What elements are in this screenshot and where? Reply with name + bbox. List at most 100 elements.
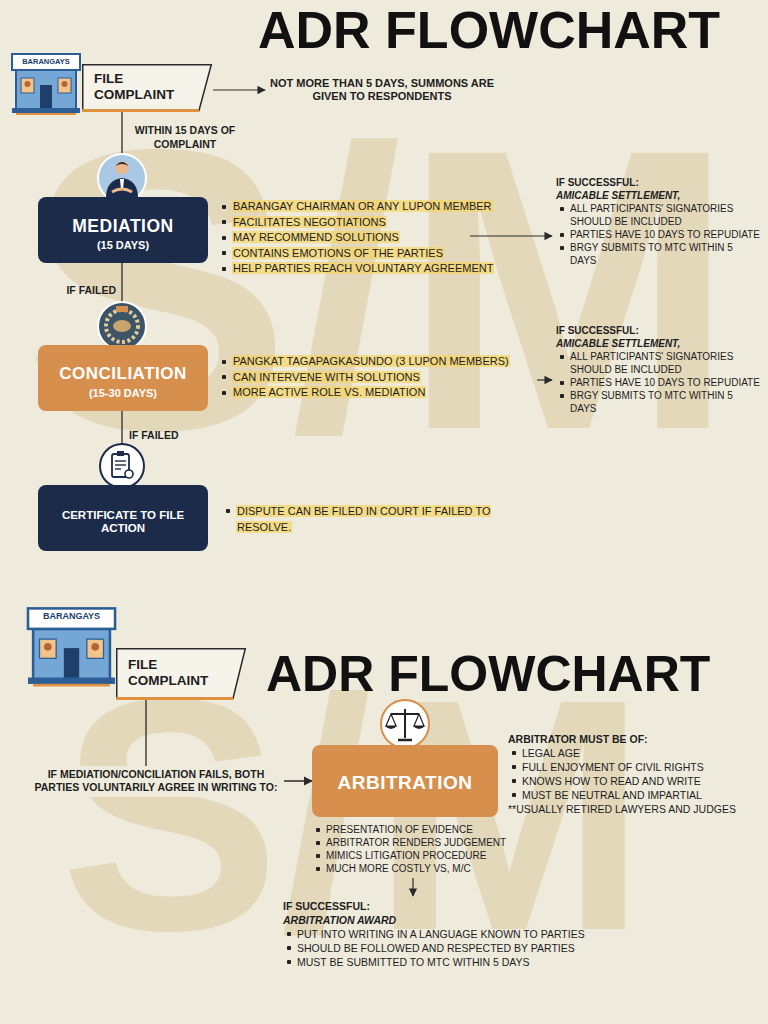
mediator-icon bbox=[98, 154, 146, 202]
text-row: **USUALLY RETIRED LAWYERS AND JUDGES bbox=[508, 802, 762, 816]
art-shape bbox=[98, 154, 146, 202]
art-shape bbox=[112, 189, 132, 192]
bullet-text: HELP PARTIES REACH VOLUNTARY AGREEMENT bbox=[232, 262, 494, 274]
text-row: ALL PARTICIPANTS' SIGNATORIES SHOULD BE … bbox=[556, 350, 760, 376]
node-title: ARBITRATION bbox=[338, 772, 473, 794]
text-row: ARBITRATION AWARD bbox=[283, 913, 613, 927]
text-row: IF SUCCESSFUL: bbox=[283, 899, 613, 913]
text-row: BRGY SUBMITS TO MTC WITHIN 5 DAYS bbox=[556, 389, 760, 415]
outcome-text: PARTIES HAVE 10 DAYS TO REPUDIATE bbox=[570, 377, 760, 388]
node-title: MEDIATION bbox=[72, 216, 173, 236]
text-row: BARANGAYS bbox=[14, 57, 78, 67]
certificate-box: CERTIFICATE TO FILE ACTION bbox=[38, 485, 208, 551]
node-subtitle: (15-30 DAYS) bbox=[89, 387, 157, 400]
outcome-text: IF SUCCESSFUL: bbox=[283, 900, 370, 912]
outcome-text-group: IF SUCCESSFUL: AMICABLE SETTLEMENT, ALL PA… bbox=[556, 324, 760, 415]
outcome-text: PARTIES HAVE 10 DAYS TO REPUDIATE bbox=[570, 229, 760, 240]
scales-icon bbox=[381, 700, 429, 748]
requirement-text: LEGAL AGE bbox=[522, 747, 580, 759]
text-row: IF SUCCESSFUL: bbox=[556, 324, 760, 337]
file-complaint-tab: FILE COMPLAINT bbox=[82, 64, 212, 112]
requirement-text: FULL ENJOYMENT OF CIVIL RIGHTS bbox=[522, 761, 704, 773]
node-title: CONCILIATION bbox=[59, 364, 187, 384]
requirement-text: KNOWS HOW TO READ AND WRITE bbox=[522, 775, 701, 787]
tab-accent bbox=[116, 697, 233, 700]
title-text-group: ADR FLOWCHART bbox=[266, 646, 766, 702]
bullet-text: MIMICS LITIGATION PROCEDURE bbox=[326, 850, 486, 861]
outcome-text: SHOULD BE FOLLOWED AND RESPECTED BY PART… bbox=[297, 942, 575, 954]
bullet-text-group: PRESENTATION OF EVIDENCEARBITRATOR RENDE… bbox=[312, 823, 512, 875]
node-title: CERTIFICATE TO FILE ACTION bbox=[44, 509, 202, 535]
text-row: IF SUCCESSFUL: bbox=[556, 176, 760, 189]
bullet-text: BARANGAY CHAIRMAN OR ANY LUPON MEMBER bbox=[232, 200, 493, 212]
outcome-text: MUST BE SUBMITTED TO MTC WITHIN 5 DAYS bbox=[297, 956, 530, 968]
requirement-text: MUST BE NEUTRAL AND IMPARTIAL bbox=[522, 789, 702, 801]
art-shape bbox=[414, 714, 424, 726]
bullet-text: PRESENTATION OF EVIDENCE bbox=[326, 824, 473, 835]
title-text: ADR FLOWCHART bbox=[266, 646, 710, 702]
edge-label: IF MEDIATION/CONCILIATION FAILS, BOTH PA… bbox=[28, 766, 284, 797]
text-row: MUST BE SUBMITTED TO MTC WITHIN 5 DAYS bbox=[283, 955, 613, 969]
art-shape bbox=[115, 468, 121, 469]
text-row: CAN INTERVENE WITH SOLUTIONS bbox=[218, 370, 548, 386]
edge-label: IF FAILED bbox=[129, 429, 201, 443]
text-row: HELP PARTIES REACH VOLUNTARY AGREEMENT bbox=[218, 261, 548, 277]
outcome-text: ARBITRATION AWARD bbox=[283, 914, 396, 926]
outcome-text: PUT INTO WRITING IN A LANGUAGE KNOWN TO … bbox=[297, 928, 585, 940]
tab-shape bbox=[117, 649, 246, 699]
outcome-text: AMICABLE SETTLEMENT, bbox=[556, 190, 680, 201]
art-shape bbox=[125, 470, 133, 478]
bullet-text-group: BARANGAY CHAIRMAN OR ANY LUPON MEMBER FAC… bbox=[218, 199, 548, 277]
assembly-icon bbox=[98, 302, 146, 350]
text-row: PRESENTATION OF EVIDENCE bbox=[312, 823, 512, 836]
tab-shape bbox=[83, 65, 212, 111]
art-shape bbox=[116, 306, 128, 312]
bullet-text-group: DISPUTE CAN BE FILED IN COURT IF FAILED … bbox=[222, 503, 507, 535]
sign-text-group: BARANGAYS bbox=[31, 611, 112, 622]
outcome-text: ALL PARTICIPANTS' SIGNATORIES SHOULD BE … bbox=[570, 351, 733, 375]
art-shape bbox=[391, 713, 419, 715]
text-row: FACILITATES NEGOTIATIONS bbox=[218, 215, 548, 231]
text-row: AMICABLE SETTLEMENT, bbox=[556, 337, 760, 350]
requirement-text: **USUALLY RETIRED LAWYERS AND JUDGES bbox=[508, 803, 736, 815]
art-shape bbox=[116, 162, 129, 166]
text-row: BRGY SUBMITS TO MTC WITHIN 5 DAYS bbox=[556, 241, 760, 267]
outcome-text: BRGY SUBMITS TO MTC WITHIN 5 DAYS bbox=[570, 242, 733, 266]
node-subtitle: (15 DAYS) bbox=[97, 239, 149, 252]
art-shape bbox=[116, 162, 129, 175]
node-title: FILE COMPLAINT bbox=[128, 657, 220, 688]
outcome-text: IF SUCCESSFUL: bbox=[556, 325, 639, 336]
outcome-text: AMICABLE SETTLEMENT, bbox=[556, 338, 680, 349]
bullet-text: PANGKAT TAGAPAGKASUNDO (3 LUPON MEMBERS) bbox=[232, 355, 510, 367]
text-row: SHOULD BE FOLLOWED AND RESPECTED BY PART… bbox=[283, 941, 613, 955]
outcome-text-group: IF SUCCESSFUL: AMICABLE SETTLEMENT,ALL PA… bbox=[556, 176, 760, 267]
conciliation-box: CONCILIATION (15-30 DAYS) bbox=[38, 345, 208, 411]
text-row: KNOWS HOW TO READ AND WRITE bbox=[508, 774, 762, 788]
text-row: MORE ACTIVE ROLE VS. MEDIATION bbox=[218, 385, 548, 401]
note-text-group: NOT MORE THAN 5 DAYS, SUMMONS ARE GIVEN … bbox=[262, 77, 502, 103]
text-row: CONTAINS EMOTIONS OF THE PARTIES bbox=[218, 246, 548, 262]
outcome-text: IF SUCCESSFUL: bbox=[556, 177, 639, 188]
bullet-text: MORE ACTIVE ROLE VS. MEDIATION bbox=[232, 386, 426, 398]
bullet-text: MAY RECOMMEND SOLUTIONS bbox=[232, 231, 400, 243]
text-row: ARBITRATOR MUST BE OF: bbox=[508, 732, 762, 746]
bullet-text: FACILITATES NEGOTIATIONS bbox=[232, 216, 387, 228]
outcome-text: BRGY SUBMITS TO MTC WITHIN 5 DAYS bbox=[570, 390, 733, 414]
pointer-arrow bbox=[412, 878, 413, 896]
text-row: AMICABLE SETTLEMENT, bbox=[556, 189, 760, 202]
bullet-text-group: PANGKAT TAGAPAGKASUNDO (3 LUPON MEMBERS)… bbox=[218, 354, 548, 401]
art-shape bbox=[413, 726, 425, 729]
mediation-box: MEDIATION (15 DAYS) bbox=[38, 197, 208, 263]
art-shape bbox=[386, 714, 396, 726]
pointer-arrow bbox=[213, 89, 265, 90]
outcome-text-group: IF SUCCESSFUL: ARBITRATION AWARD PUT INTO … bbox=[283, 899, 613, 969]
text-row: MUST BE NEUTRAL AND IMPARTIAL bbox=[508, 788, 762, 802]
text-row: BARANGAYS bbox=[31, 611, 112, 622]
barangay-icon bbox=[28, 608, 115, 686]
text-row: ALL PARTICIPANTS' SIGNATORIES SHOULD BE … bbox=[556, 202, 760, 228]
requirement-text-group: ARBITRATOR MUST BE OF:LEGAL AGE FULL ENJO… bbox=[508, 732, 762, 816]
tab-accent bbox=[82, 109, 199, 112]
title-text: ADR FLOWCHART bbox=[258, 0, 720, 60]
art-shape bbox=[117, 451, 124, 456]
